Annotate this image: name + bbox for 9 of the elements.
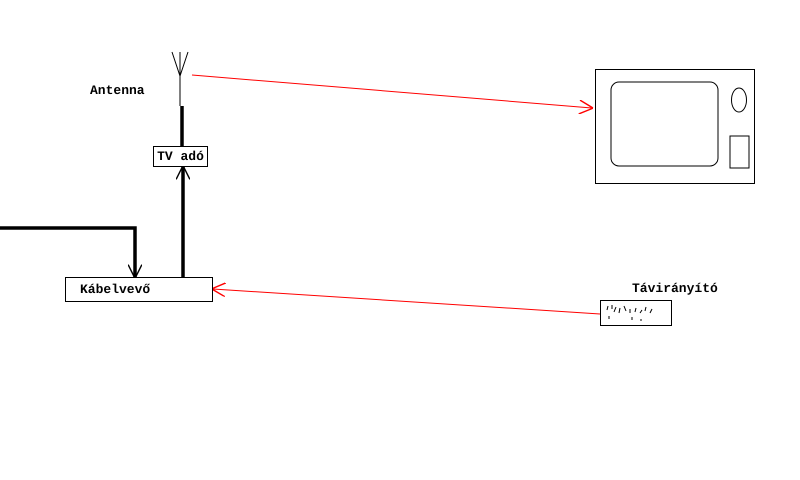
antenna-label: Antenna	[90, 82, 145, 100]
device-box: TV adó	[153, 146, 208, 167]
tv-drawing	[595, 69, 755, 184]
arrow	[192, 74, 594, 115]
connector-line	[180, 106, 184, 146]
remote-label: Távirányító	[632, 280, 718, 298]
device-box: Kábelvevő	[65, 277, 213, 302]
arrow	[175, 164, 191, 277]
arrow	[0, 226, 143, 280]
